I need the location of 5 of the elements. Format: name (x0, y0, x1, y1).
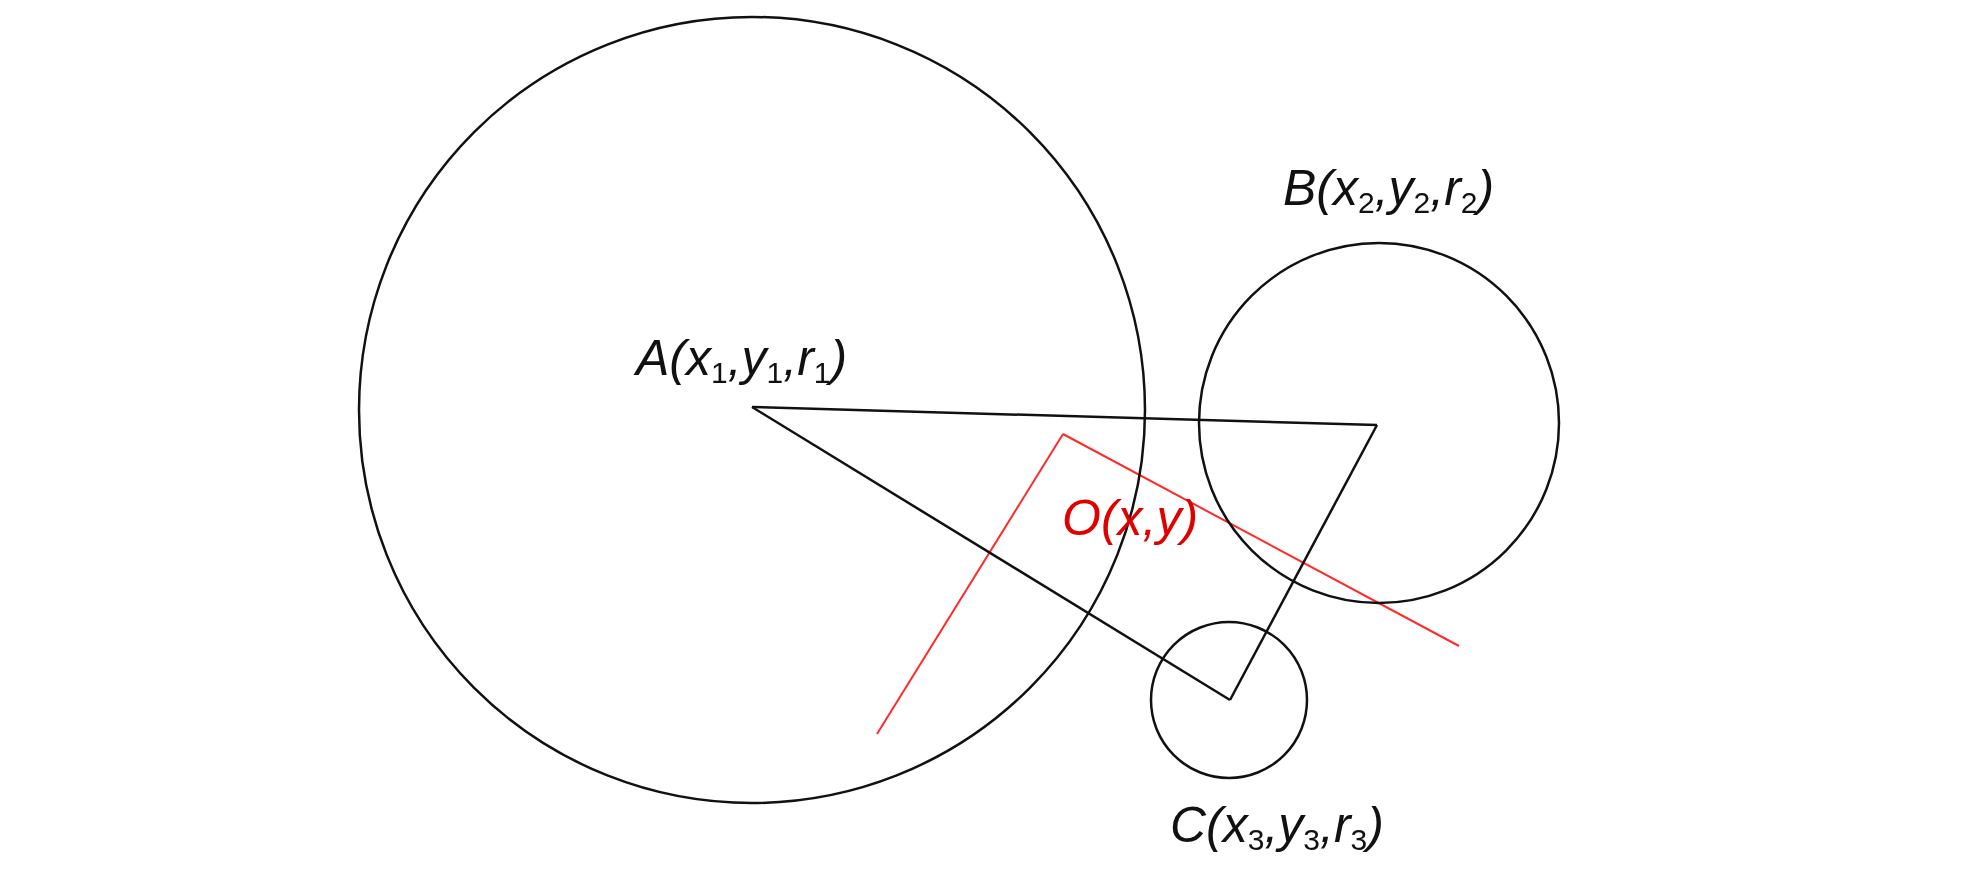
circle-label: C(x$_{3}$,y$_{3}$,r$_{3}$) (1170, 800, 1384, 855)
triangle-side-line (751, 405, 1378, 427)
triangle-side-line (751, 405, 1231, 702)
triangle-side-line (1228, 424, 1379, 701)
circle-label: B(x$_{2}$,y$_{2}$,r$_{2}$) (1283, 163, 1495, 218)
